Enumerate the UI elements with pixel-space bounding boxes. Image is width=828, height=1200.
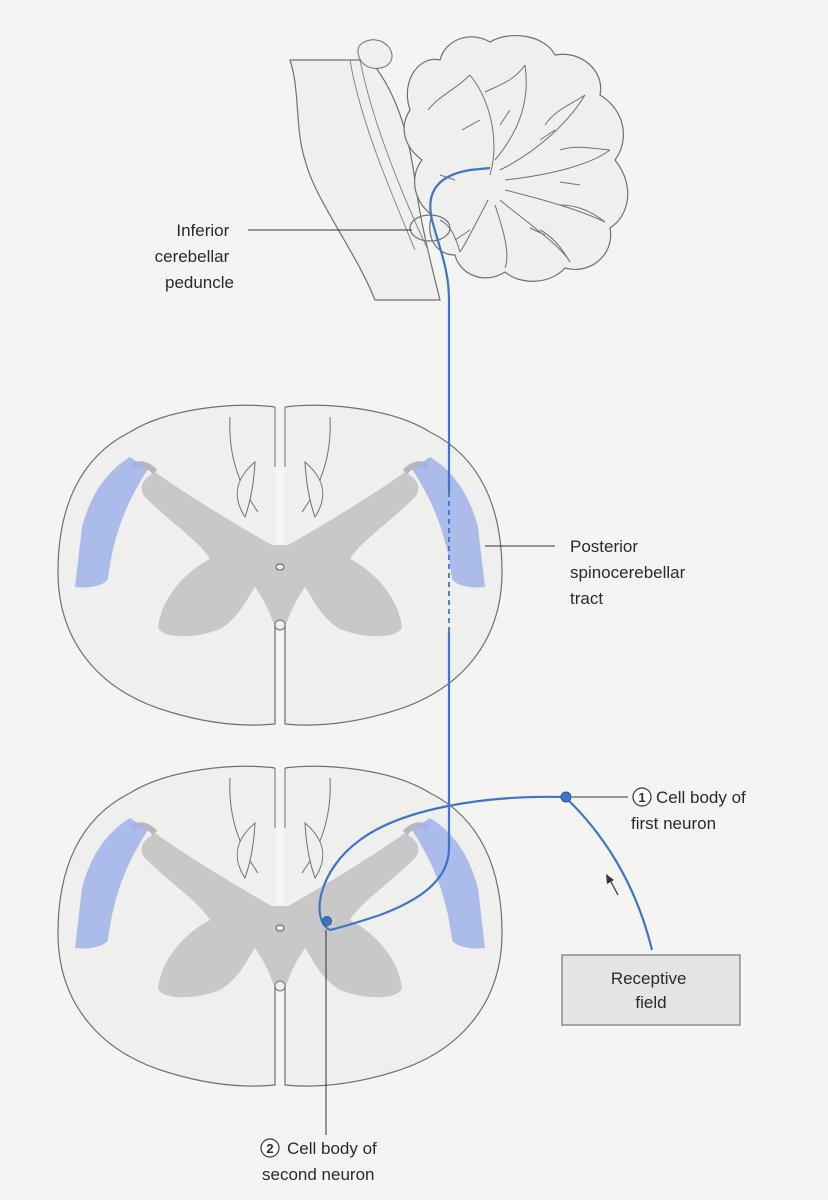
- label-first-neuron: 1 Cell body of first neuron: [631, 787, 751, 833]
- number-badge-2: [260, 1138, 280, 1158]
- second-neuron-cell-body: [322, 916, 332, 926]
- label-posterior-tract: Posterior spinocerebellar tract: [570, 537, 690, 608]
- number-badge-1: [632, 787, 652, 807]
- brainstem-cerebellum-illustration: [289, 35, 629, 301]
- spinal-cord-section-upper: [58, 405, 502, 725]
- label-inferior-peduncle: Inferior cerebellar peduncle: [155, 221, 234, 292]
- spinal-cord-section-lower: [58, 766, 502, 1086]
- receptive-field-box: Receptive field: [561, 954, 741, 1026]
- svg-text:Cell body of first neuro: Cell body of first neuron: [631, 788, 751, 833]
- label-second-neuron: 2 Cell body of second neuron: [260, 1138, 382, 1184]
- direction-arrow-head: [606, 874, 614, 884]
- svg-text:Receptive field: Receptive field: [611, 969, 691, 1012]
- pathway-lines: [318, 166, 654, 951]
- svg-text:Cell body of second neur: Cell body of second neuron: [262, 1139, 382, 1184]
- svg-text:2: 2: [266, 1141, 273, 1156]
- svg-text:1: 1: [638, 790, 645, 805]
- leader-lines: [248, 229, 628, 1135]
- first-neuron-cell-body: [560, 791, 572, 803]
- direction-arrow: [609, 879, 619, 896]
